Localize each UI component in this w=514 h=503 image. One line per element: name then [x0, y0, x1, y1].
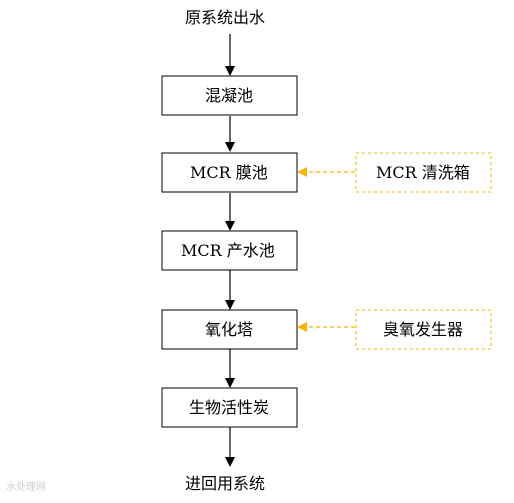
box-oxidation: [161, 309, 298, 350]
box-bac: [161, 387, 298, 428]
step-oxidation-label: 氧化塔: [205, 320, 254, 339]
box-coagulation: [161, 75, 298, 116]
step-mcr-membrane-label: MCR 膜池: [190, 163, 268, 182]
box-ozone-generator: [355, 309, 492, 350]
aux-ozone-label: 臭氧发生器: [383, 320, 464, 339]
step-coagulation-label: 混凝池: [205, 86, 254, 105]
step-bac-label: 生物活性炭: [189, 398, 270, 417]
start-label: 原系统出水: [185, 8, 266, 27]
watermark: 水处理网: [6, 482, 46, 493]
box-mcr-cleaning-tank: [355, 152, 492, 193]
step-mcr-product-label: MCR 产水池: [181, 241, 275, 260]
aux-mcr-cleaning-label: MCR 清洗箱: [376, 163, 470, 182]
end-label: 进回用系统: [185, 474, 266, 493]
box-mcr-product: [161, 230, 298, 271]
